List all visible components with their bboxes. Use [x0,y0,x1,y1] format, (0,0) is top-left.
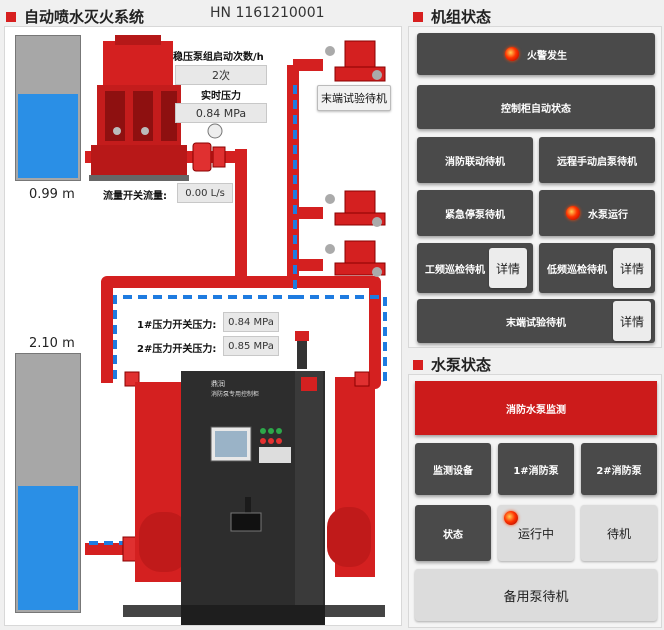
piping-diagram [85,35,387,625]
pump-1-state[interactable]: 运行中 [498,505,574,561]
realtime-pressure-value: 0.84 MPa [175,103,267,123]
pump-monitor-bar[interactable]: 消防水泵监测 [415,381,657,435]
hn-label: HN [210,5,231,21]
system-title: 自动喷水灭火系统 [24,8,145,26]
pressure-switch-1-value: 0.84 MPa [223,312,279,332]
auto-state-indicator[interactable]: 控制柜自动状态 [417,85,655,129]
pump-status-header: 水泵状态 [413,354,491,375]
section-marker [6,11,16,22]
running-led-icon [566,206,580,220]
pump-status-title: 水泵状态 [431,356,492,374]
remote-manual-standby-indicator[interactable]: 远程手动启泵待机 [539,137,655,183]
cabinet-subtitle: 消防泵专用控制柜 [211,391,260,398]
fire-alarm-indicator[interactable]: 火警发生 [417,33,655,75]
pressure-switch-2-value: 0.85 MPa [223,336,279,356]
alarm-led-icon [505,47,519,61]
pressure-switch-1-label: 1#压力开关压力: [137,320,217,331]
section-marker [413,11,423,22]
water-level-fill [18,94,78,178]
stab-count-label: 稳压泵组启动次数/h [173,52,264,63]
unit-status-header: 机组状态 [413,6,491,27]
end-test-button[interactable]: 末端试验待机 [317,85,391,111]
unit-status-panel: 火警发生 控制柜自动状态 消防联动待机 远程手动启泵待机 紧急停泵待机 水泵运行… [408,26,662,348]
power-freq-patrol-label: 工频巡检待机 [425,264,485,276]
fire-alarm-label: 火警发生 [527,50,567,62]
system-header: 自动喷水灭火系统 [6,6,144,27]
monitor-device-cell: 监测设备 [415,443,491,495]
pump-2-header: 2#消防泵 [581,443,657,495]
state-cell: 状态 [415,505,491,561]
power-freq-detail-button[interactable]: 详情 [489,248,527,288]
realtime-pressure-label: 实时压力 [201,91,241,102]
hn-value: 1161210001 [235,5,325,21]
emergency-stop-standby-indicator[interactable]: 紧急停泵待机 [417,190,533,236]
pump-2-state[interactable]: 待机 [581,505,657,561]
pump-1-header: 1#消防泵 [498,443,574,495]
hn-number: HN 1161210001 [210,5,325,21]
tank-top-level: 0.99 m [29,187,75,202]
low-freq-detail-button[interactable]: 详情 [613,248,651,288]
linkage-standby-indicator[interactable]: 消防联动待机 [417,137,533,183]
pump-1-state-label: 运行中 [517,526,554,541]
flow-switch-label: 流量开关流量: [103,191,167,202]
pump-status-panel: 消防水泵监测 监测设备 1#消防泵 2#消防泵 状态 运行中 待机 备用泵待机 [408,374,662,628]
unit-status-title: 机组状态 [431,8,492,26]
end-test-detail-button[interactable]: 详情 [613,301,651,341]
stab-count-value: 2次 [175,65,267,85]
pressure-switch-2-label: 2#压力开关压力: [137,344,217,355]
flow-switch-value: 0.00 L/s [177,183,233,203]
section-marker [413,359,423,370]
pump-running-indicator[interactable]: 水泵运行 [539,190,655,236]
backup-pump-standby[interactable]: 备用泵待机 [415,569,657,621]
tank-bottom-level: 2.10 m [29,336,75,351]
water-level-fill [18,486,78,610]
water-tank-bottom [15,353,81,613]
water-tank-top [15,35,81,181]
running-led-icon [504,511,518,525]
pump-running-label: 水泵运行 [588,209,628,221]
system-diagram-panel: 0.99 m 2.10 m 稳压泵组启动次数/h 2次 实时压力 0.84 MP… [4,26,402,626]
cabinet-brand: 鼎润 [211,380,225,388]
low-freq-patrol-label: 低频巡检待机 [547,264,607,276]
